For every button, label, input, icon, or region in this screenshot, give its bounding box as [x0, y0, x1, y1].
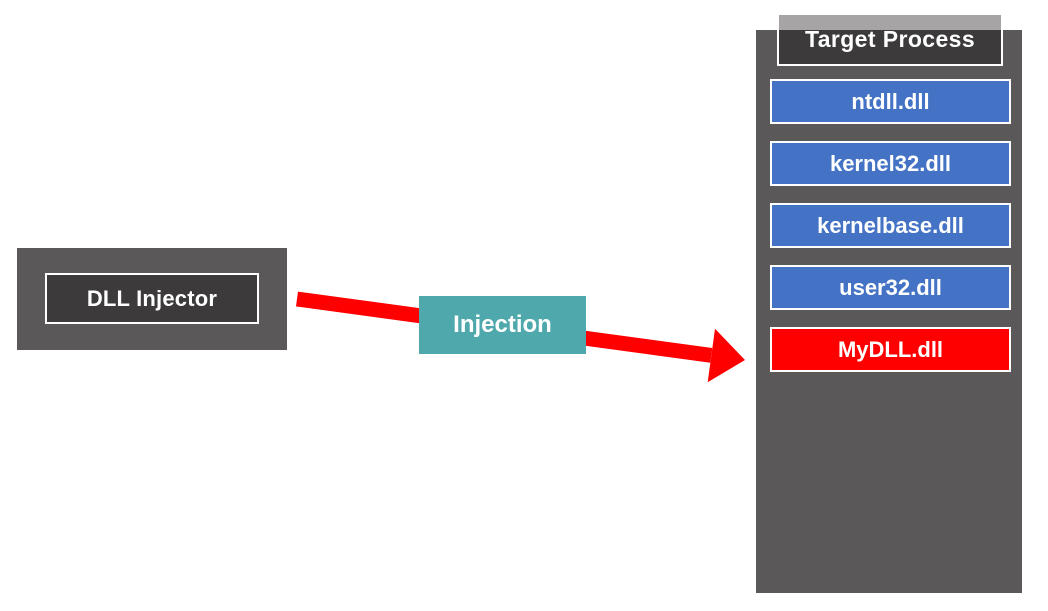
module-label: MyDLL.dll: [837, 336, 944, 362]
module-label: ntdll.dll: [851, 88, 930, 114]
module-box-injected: MyDLL.dll: [770, 327, 1011, 372]
arrow-head: [707, 328, 745, 383]
module-label: kernel32.dll: [829, 150, 952, 176]
dll-injector-box: DLL Injector: [45, 273, 259, 324]
injection-label-box: Injection: [419, 296, 586, 354]
title-overlap-shade: [779, 30, 1001, 64]
module-box: user32.dll: [770, 265, 1011, 310]
module-label: kernelbase.dll: [817, 212, 964, 238]
loaded-module-list: ntdll.dll kernel32.dll kernelbase.dll user3…: [770, 79, 1011, 389]
target-process-title: Target Process: [804, 26, 976, 52]
target-process-title-box: Target Process: [777, 13, 1003, 66]
module-box: kernelbase.dll: [770, 203, 1011, 248]
injection-label: Injection: [453, 311, 552, 338]
dll-injector-label: DLL Injector: [86, 285, 218, 311]
module-label: user32.dll: [839, 274, 942, 300]
module-box: ntdll.dll: [770, 79, 1011, 124]
module-box: kernel32.dll: [770, 141, 1011, 186]
